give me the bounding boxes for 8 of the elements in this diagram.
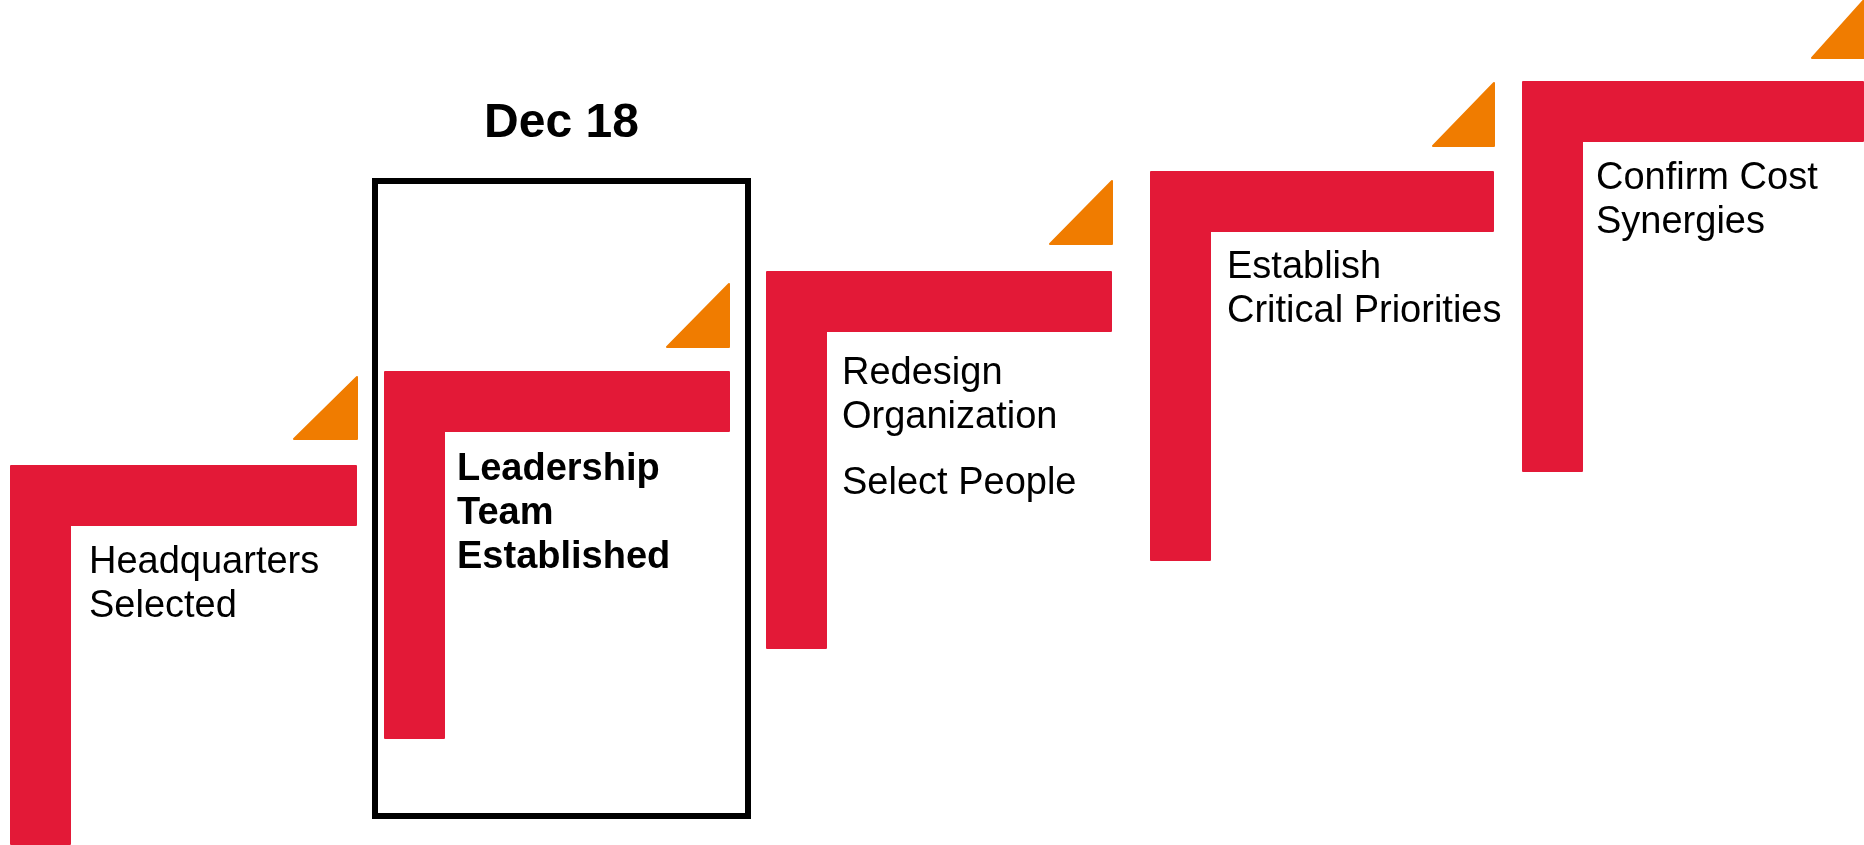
- step-label: Confirm Cost Synergies: [1596, 154, 1819, 242]
- step-label: Establish Critical Priorities: [1227, 243, 1503, 331]
- step-label: Headquarters Selected: [89, 538, 321, 626]
- step-label: Redesign Organization: [842, 349, 1059, 437]
- step-label: Leadership Team Established: [457, 445, 672, 577]
- highlight-frame: [372, 178, 751, 819]
- date-heading: Dec 18: [483, 93, 640, 149]
- step-label: Select People: [842, 459, 1078, 503]
